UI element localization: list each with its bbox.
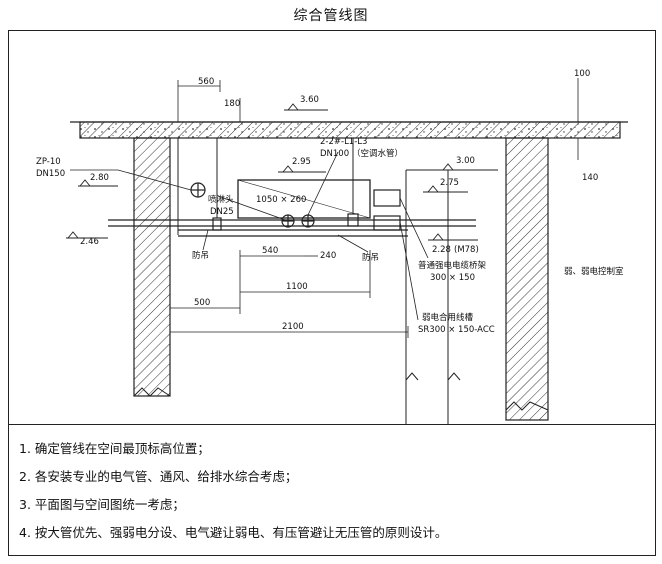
- dim-240: 240: [320, 251, 336, 261]
- note-1: 1. 确定管线在空间最顶标高位置；: [19, 441, 210, 456]
- cable-trays: [373, 189, 401, 231]
- section-drawing: 1050 × 260: [36, 69, 628, 424]
- diagram-title: 综合管线图: [293, 8, 369, 24]
- dim-1100: 1100: [286, 282, 308, 292]
- dim-500: 500: [194, 298, 210, 308]
- label-dn25: DN25: [210, 207, 234, 217]
- left-column: [133, 137, 171, 397]
- dim-2100: 2100: [282, 322, 304, 332]
- label-dn150: DN150: [36, 169, 65, 179]
- label-zp: ZP-10: [36, 157, 61, 167]
- duct-size-label: 1050 × 260: [256, 195, 306, 205]
- label-room: 弱、弱电控制室: [564, 266, 624, 277]
- dim-180: 180: [224, 99, 240, 109]
- label-strong-tray: 普通强电电缆桥架: [418, 260, 487, 271]
- label-strong-tray-size: 300 × 150: [430, 273, 475, 283]
- dimension-lines: [170, 78, 579, 338]
- elev-280: 2.80: [90, 173, 109, 183]
- label-ac-pipe-size: DN100: [320, 149, 349, 159]
- diagram-frame: [8, 30, 656, 556]
- elev-300: 3.00: [456, 156, 475, 166]
- elev-295: 2.95: [292, 157, 311, 167]
- note-2: 2. 各安装专业的电气管、通风、给排水综合考虑；: [19, 469, 298, 484]
- elev-marker: (M78): [454, 245, 479, 255]
- dim-560: 560: [198, 77, 214, 87]
- dim-540: 540: [262, 246, 278, 256]
- dim-100: 100: [574, 69, 590, 79]
- air-duct: 1050 × 260: [237, 179, 371, 219]
- elev-275: 2.75: [440, 178, 459, 188]
- roof-slab: [70, 121, 628, 139]
- label-weak-tray: 弱电合用线槽: [422, 312, 474, 323]
- elev-228: 2.28: [432, 245, 451, 255]
- note-4: 4. 按大管优先、强弱电分设、电气避让弱电、有压管避让无压管的原则设计。: [19, 525, 448, 540]
- elev-360: 3.60: [300, 95, 319, 105]
- elevation-markers: [66, 103, 488, 241]
- notes-box: 1. 确定管线在空间最顶标高位置； 2. 各安装专业的电气管、通风、给排水综合考…: [8, 424, 656, 556]
- note-3: 3. 平面图与空间图统一考虑；: [19, 497, 185, 512]
- label-ac-pipe-name: （空调水管）: [352, 148, 403, 159]
- dim-140: 140: [582, 173, 598, 183]
- label-sprinkler: 喷淋头: [208, 194, 234, 205]
- leader-lines: [70, 151, 429, 321]
- elev-246: 2.46: [80, 237, 99, 247]
- label-hanger-left: 防吊: [192, 250, 209, 261]
- label-weak-tray-size: SR300 × 150-ACC: [418, 325, 495, 335]
- label-hanger-right: 防吊: [362, 252, 379, 263]
- hanger-rods: [216, 138, 354, 218]
- label-ac-pipe-code: 2-2#-L1-L3: [320, 137, 367, 147]
- right-column: [505, 137, 549, 421]
